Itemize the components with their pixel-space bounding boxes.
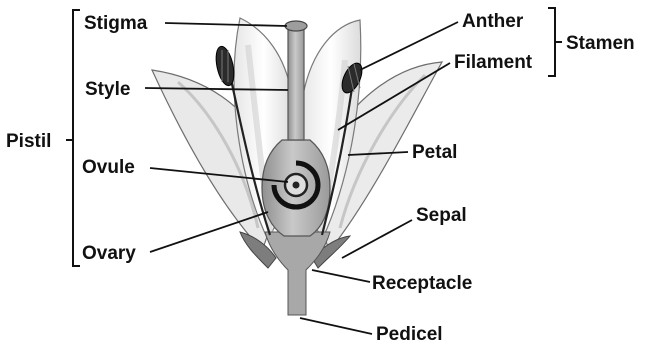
flower-illustration (152, 18, 442, 315)
stigma-leader (165, 23, 287, 26)
style-shape (288, 28, 304, 140)
petal-label: Petal (412, 142, 457, 163)
sepal-leader (342, 220, 412, 258)
ovule-label: Ovule (82, 157, 135, 178)
stigma-label: Stigma (84, 13, 148, 34)
style-label: Style (85, 79, 130, 100)
filament-label: Filament (454, 52, 533, 73)
pistil-bracket (66, 10, 80, 266)
stamen-label: Stamen (566, 33, 635, 54)
pedicel-label: Pedicel (376, 324, 443, 345)
anther-leader (360, 22, 458, 70)
stigma-shape (285, 21, 307, 31)
ovary-label: Ovary (82, 243, 136, 264)
receptacle-label: Receptacle (372, 273, 472, 294)
receptacle-leader (312, 270, 370, 282)
anther-left (213, 45, 237, 87)
stamen-bracket (548, 8, 562, 76)
receptacle-shape (265, 232, 330, 315)
sepal-label: Sepal (416, 205, 467, 226)
pedicel-leader (300, 318, 372, 334)
pistil-label: Pistil (6, 131, 51, 152)
anther-label: Anther (462, 11, 524, 32)
